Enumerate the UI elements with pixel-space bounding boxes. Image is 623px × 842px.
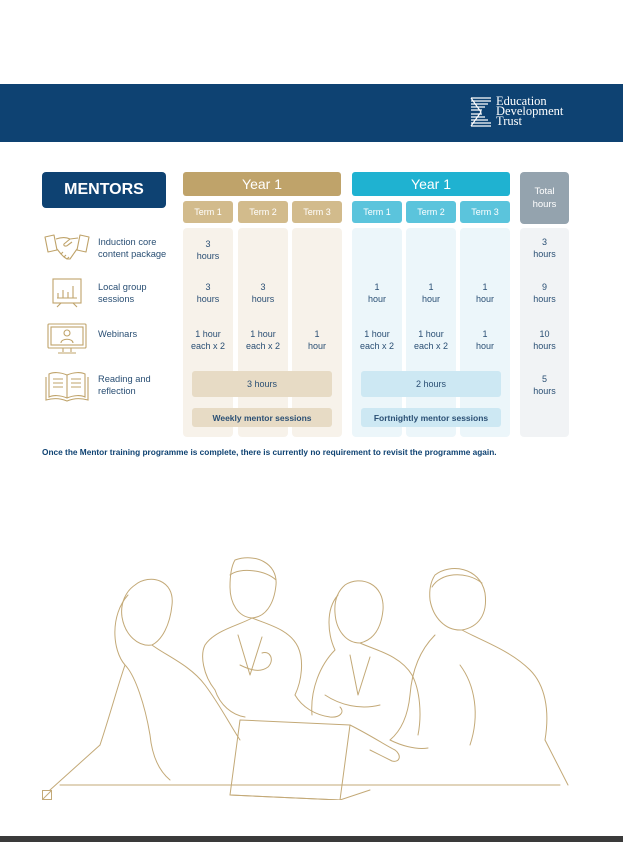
term-column-bg <box>406 228 456 437</box>
row-label-line-1: Local group <box>98 282 147 292</box>
cell-line-2: hours <box>196 251 220 261</box>
cell-line-1: 1 hour <box>364 329 390 339</box>
cell-line-2: hours <box>533 294 556 304</box>
cell-line-1: 1 <box>428 282 434 292</box>
row-label-line-2: content package <box>98 249 167 259</box>
footnote: Once the Mentor training programme is co… <box>42 447 497 457</box>
table-cell: 1 hour each x 2 <box>238 328 288 352</box>
monitor-person-icon <box>47 323 87 354</box>
cell-line-1: 3 <box>205 239 211 249</box>
total-cell: 3 hours <box>520 236 569 260</box>
term-header: Term 2 <box>406 201 456 223</box>
cell-line-2: hours <box>533 249 556 259</box>
cell-line-2: each x 2 <box>190 341 226 351</box>
term-header: Term 1 <box>352 201 402 223</box>
cell-line-1: 1 <box>314 329 320 339</box>
reading-span-year-a: 3 hours <box>192 371 332 397</box>
total-header-line-2: hours <box>532 199 557 210</box>
weekly-sessions-label: Weekly mentor sessions <box>192 408 332 427</box>
term-header: Term 1 <box>183 201 233 223</box>
term-column-bg <box>238 228 288 437</box>
table-cell: 1 hour <box>460 328 510 352</box>
total-cell: 5 hours <box>520 373 569 397</box>
cell-line-2: hour <box>307 341 326 351</box>
term-column-bg <box>352 228 402 437</box>
cell-line-1: 1 <box>374 282 380 292</box>
table-cell: 1 hour each x 2 <box>183 328 233 352</box>
term-column-bg <box>183 228 233 437</box>
cell-line-2: hours <box>251 294 275 304</box>
cell-line-1: 3 <box>541 237 547 247</box>
cell-line-2: hour <box>367 294 386 304</box>
table-cell: 3 hours <box>183 238 233 262</box>
row-label-reading: Reading and reflection <box>98 373 182 397</box>
term-header: Term 2 <box>238 201 288 223</box>
cell-line-1: 3 <box>260 282 266 292</box>
total-cell: 9 hours <box>520 281 569 305</box>
total-header-line-1: Total <box>534 186 555 197</box>
table-cell: 1 hour <box>352 281 402 305</box>
row-label-line-1: Webinars <box>98 329 138 339</box>
total-column-bg <box>520 228 569 437</box>
term-column-bg <box>292 228 342 437</box>
table-title: MENTORS <box>42 172 166 208</box>
brand-line-1: Education <box>496 94 547 108</box>
bottom-rule <box>0 836 623 842</box>
table-cell: 1 hour <box>406 281 456 305</box>
term-column-bg <box>460 228 510 437</box>
presentation-chart-icon <box>52 278 82 308</box>
total-hours-header: Total hours <box>520 172 569 224</box>
table-cell: 1 hour each x 2 <box>406 328 456 352</box>
cell-line-1: 1 <box>482 282 488 292</box>
table-cell: 1 hour <box>292 328 342 352</box>
cell-line-1: 1 <box>482 329 488 339</box>
row-label-line-2: reflection <box>98 386 136 396</box>
table-cell: 1 hour each x 2 <box>352 328 402 352</box>
cell-line-1: 5 <box>541 374 547 384</box>
fortnightly-sessions-label: Fortnightly mentor sessions <box>361 408 501 427</box>
cell-line-2: hour <box>421 294 440 304</box>
reading-span-year-b: 2 hours <box>361 371 501 397</box>
cell-line-2: each x 2 <box>245 341 281 351</box>
cell-line-2: hours <box>533 341 556 351</box>
cell-line-1: 1 hour <box>195 329 221 339</box>
cell-line-2: each x 2 <box>359 341 395 351</box>
table-cell: 1 hour <box>460 281 510 305</box>
row-label-webinars: Webinars <box>98 328 182 340</box>
checkbox-icon[interactable] <box>42 790 52 800</box>
cell-line-1: 9 <box>541 282 547 292</box>
cell-line-2: hours <box>533 386 556 396</box>
handshake-icon <box>44 234 90 260</box>
row-label-line-1: Induction core <box>98 237 157 247</box>
brand-line-3: Trust <box>496 114 522 128</box>
year-header-b: Year 1 <box>352 172 510 196</box>
cell-line-1: 3 <box>205 282 211 292</box>
header-banner <box>0 84 623 142</box>
cell-line-1: 1 hour <box>250 329 276 339</box>
cell-line-1: 10 <box>539 329 550 339</box>
term-header: Term 3 <box>460 201 510 223</box>
row-label-line-2: sessions <box>98 294 135 304</box>
cell-line-1: 1 hour <box>418 329 444 339</box>
table-cell: 3 hours <box>183 281 233 305</box>
open-book-icon <box>45 372 89 402</box>
row-label-induction: Induction core content package <box>98 236 182 260</box>
brand-line-2: Development <box>496 104 564 118</box>
row-label-line-1: Reading and <box>98 374 151 384</box>
total-cell: 10 hours <box>520 328 569 352</box>
cell-line-2: hour <box>475 294 494 304</box>
cell-line-2: hours <box>196 294 220 304</box>
cell-line-2: each x 2 <box>413 341 449 351</box>
cell-line-2: hour <box>475 341 494 351</box>
term-header: Term 3 <box>292 201 342 223</box>
brand-name: Education Development Trust <box>496 94 564 128</box>
team-meeting-illustration <box>49 557 569 800</box>
year-header-a: Year 1 <box>183 172 341 196</box>
table-cell: 3 hours <box>238 281 288 305</box>
edt-logo-icon <box>470 97 491 127</box>
row-label-local-group: Local group sessions <box>98 281 182 305</box>
